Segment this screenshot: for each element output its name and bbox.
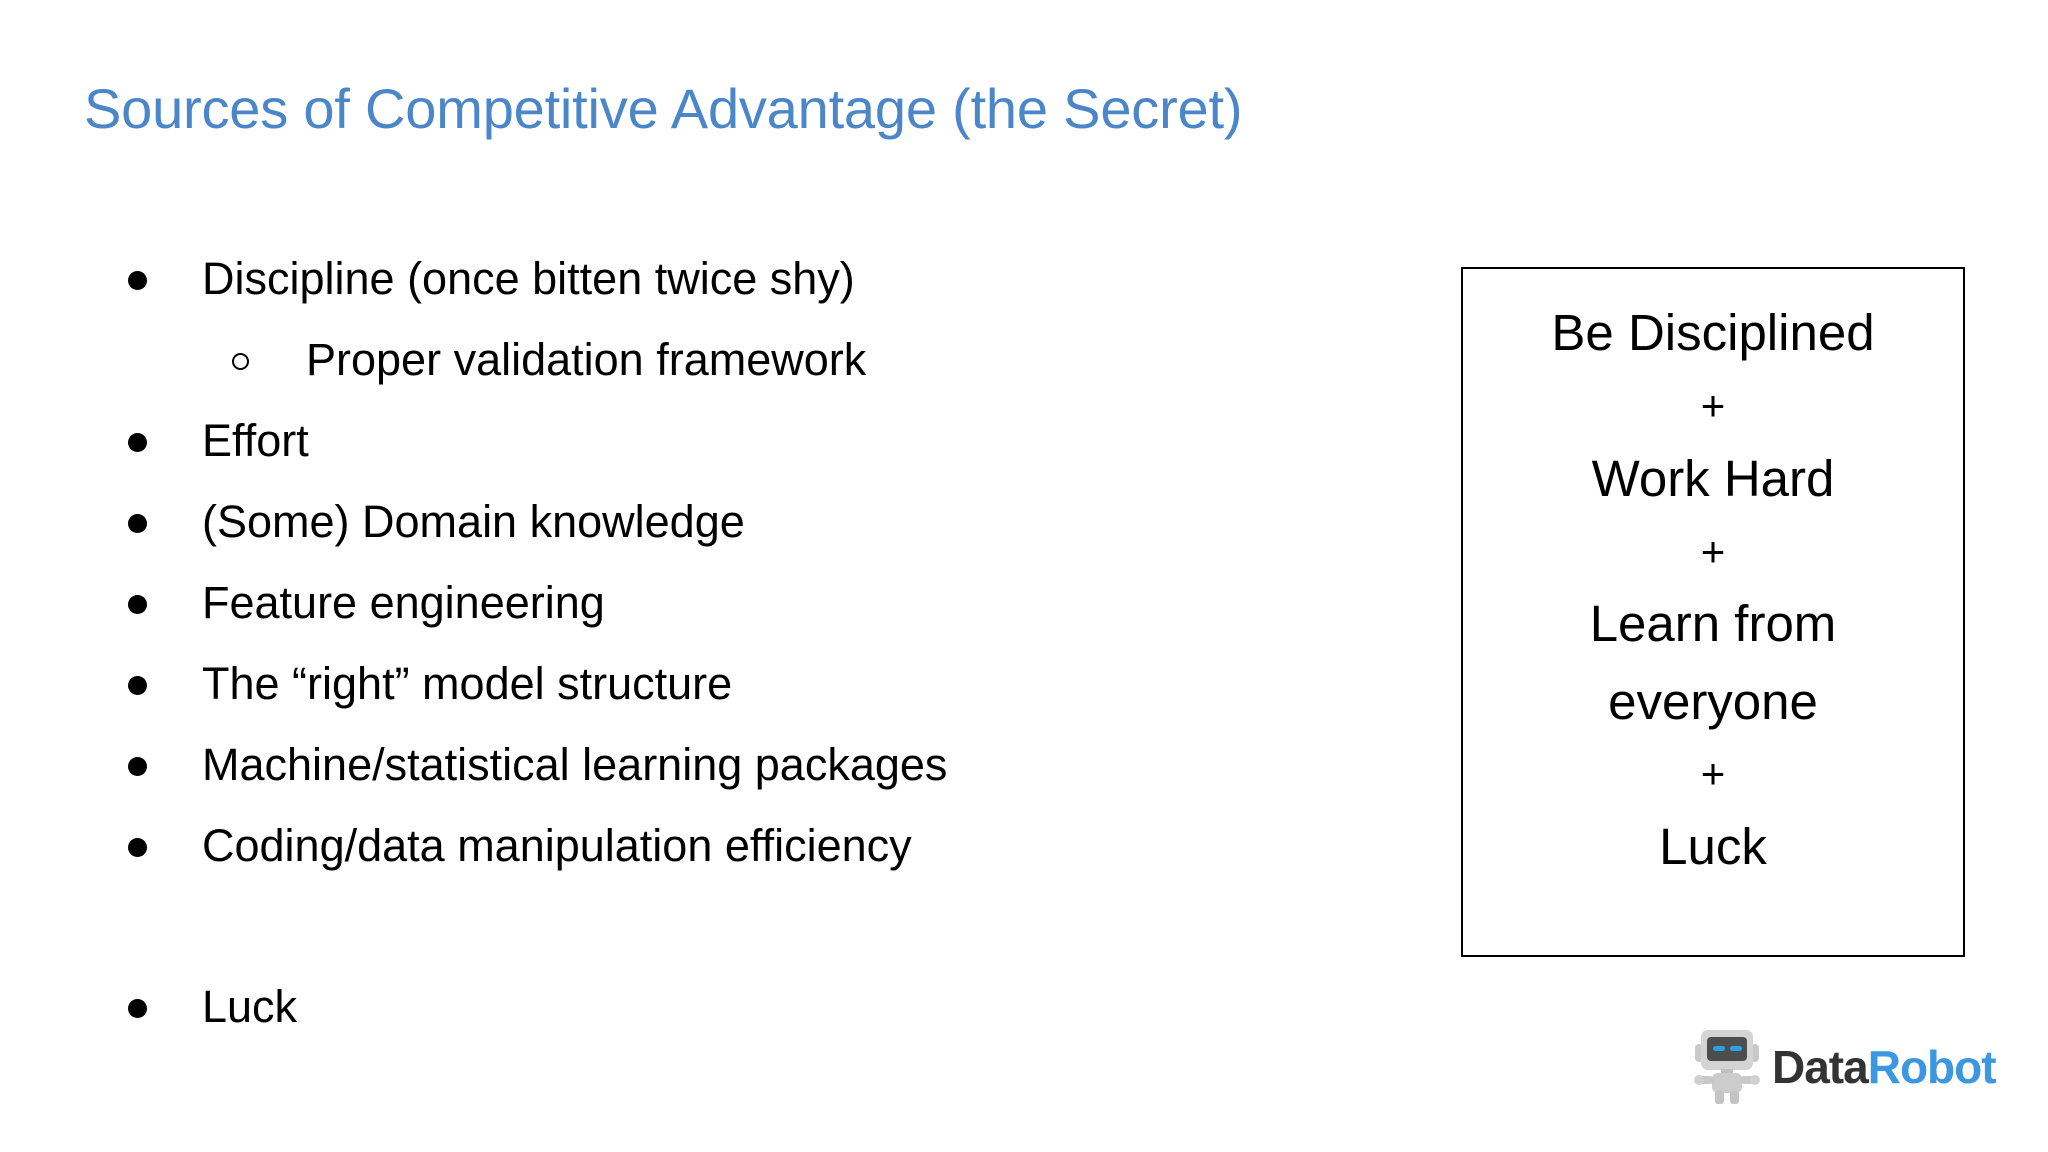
secret-plus-1: + <box>1700 382 1726 429</box>
list-item-label: Coding/data manipulation efficiency <box>202 820 912 871</box>
list-item: The “right” model structure <box>128 643 1408 724</box>
bullet-disc-icon <box>128 643 202 724</box>
bullet-disc-icon <box>128 400 202 481</box>
secret-line-luck: Luck <box>1659 818 1767 875</box>
page-title: Sources of Competitive Advantage (the Se… <box>84 77 1243 140</box>
bullet-disc-icon <box>128 966 202 1047</box>
list-item: Discipline (once bitten twice shy) <box>128 238 1408 319</box>
list-item-label: The “right” model structure <box>202 658 733 709</box>
list-item: Proper validation framework <box>128 319 1408 400</box>
bullet-disc-icon <box>128 805 202 886</box>
logo-word-robot: Robot <box>1867 1041 1997 1093</box>
logo-word-data: Data <box>1772 1041 1869 1093</box>
secret-summary-box: Be Disciplined + Work Hard + Learn from … <box>1461 267 1965 957</box>
bullet-disc-icon <box>128 562 202 643</box>
datarobot-logo: DataRobot <box>1694 1028 1997 1106</box>
list-item-label: Discipline (once bitten twice shy) <box>202 253 855 304</box>
list-item: Machine/statistical learning packages <box>128 724 1408 805</box>
secret-plus-3: + <box>1700 750 1726 797</box>
bullet-disc-icon <box>128 238 202 319</box>
bullet-circle-icon <box>232 319 306 400</box>
datarobot-wordmark: DataRobot <box>1772 1041 1997 1093</box>
bullet-disc-icon <box>128 481 202 562</box>
list-item: Coding/data manipulation efficiency <box>128 805 1408 886</box>
list-item-label: Machine/statistical learning packages <box>202 739 948 790</box>
secret-line-be-disciplined: Be Disciplined <box>1551 304 1875 361</box>
bullet-disc-icon <box>128 724 202 805</box>
list-item-label: (Some) Domain knowledge <box>202 496 745 547</box>
list-item-label: Proper validation framework <box>306 334 867 385</box>
bullet-list: Discipline (once bitten twice shy) Prope… <box>128 238 1408 1047</box>
list-item-label: Luck <box>202 981 298 1032</box>
list-item: Feature engineering <box>128 562 1408 643</box>
list-item: Effort <box>128 400 1408 481</box>
list-item: (Some) Domain knowledge <box>128 481 1408 562</box>
list-item-label: Feature engineering <box>202 577 605 628</box>
secret-plus-2: + <box>1700 528 1726 575</box>
list-item: Luck <box>128 966 1408 1047</box>
secret-line-learn-from-everyone: Learn from everyone <box>1589 595 1837 730</box>
list-item-label: Effort <box>202 415 309 466</box>
datarobot-robot-icon <box>1694 1030 1760 1104</box>
secret-line-work-hard: Work Hard <box>1591 450 1835 507</box>
